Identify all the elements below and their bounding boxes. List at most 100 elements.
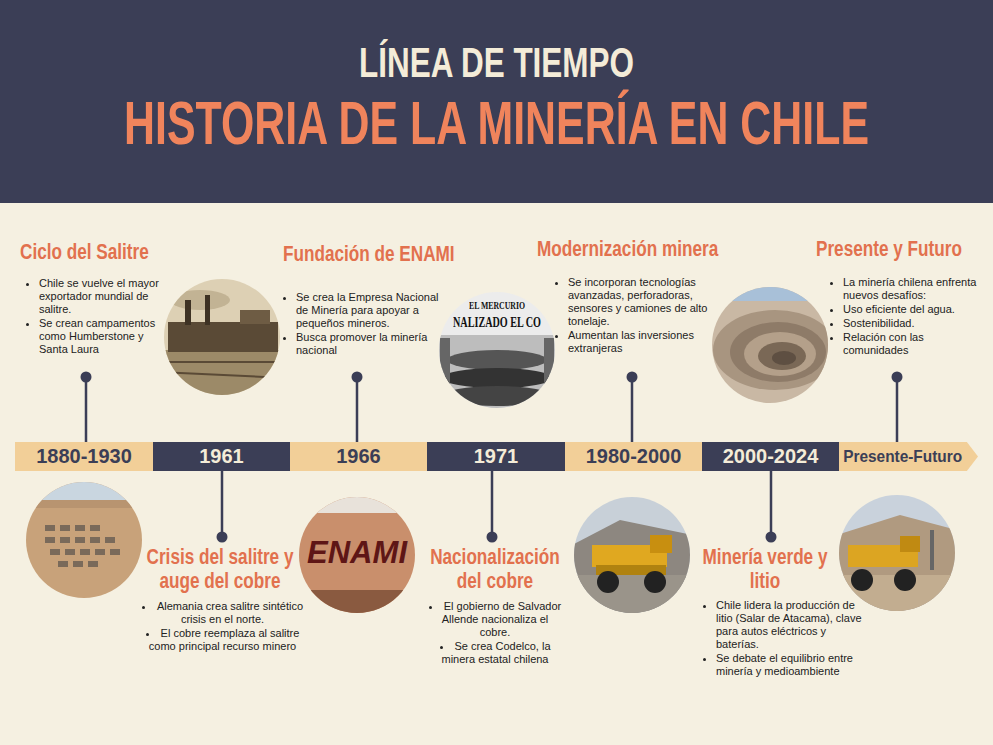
bullet-item: Busca promover la minería nacional [296,331,446,357]
svg-line [896,377,899,442]
camp-photo [24,480,144,600]
svg-rect [24,500,144,508]
date-label: Presente-Futuro [843,447,962,467]
bullet-item: Se crea la Empresa Nacional de Minería p… [296,291,446,330]
svg-circle [644,571,666,593]
bullet-list: La minería chilena enfrenta nuevos desaf… [829,276,985,358]
svg-rect [60,537,70,543]
event-heading: Minería verde y litio [695,545,835,593]
open-pit-photo [710,285,837,405]
bullet-item: Se crean campamentos como Humberstone y … [39,317,163,356]
date-label: 1980-2000 [586,445,682,468]
timeline-segment: 2000-2024 [702,442,839,471]
svg-line [221,471,224,537]
svg-circle [352,372,363,383]
timeline-segment: 1966 [290,442,427,471]
newspaper-photo [435,288,560,415]
bullet-item: El cobre reemplaza al salitre como princ… [140,627,305,653]
svg-circle [892,372,903,383]
bullet-list: El gobierno de Salvador Allende nacional… [425,600,565,667]
factory-photo [160,275,285,400]
svg-rect [65,549,75,555]
svg-ellipse [758,342,806,370]
svg-ellipse [442,368,552,388]
svg-ellipse [744,332,816,376]
svg-rect [95,549,105,555]
svg-circle [487,532,498,543]
svg-rect [435,335,560,415]
svg-g [45,525,120,567]
event-heading: Presente y Futuro [816,237,962,261]
event-heading: Modernización minera [537,237,718,261]
svg-circle [894,569,916,591]
svg-rect [73,561,83,567]
svg-circle [766,532,777,543]
svg-ellipse [730,322,826,382]
event-heading: Crisis del salitre y auge del cobre [145,545,295,593]
leader-lines [86,377,897,537]
svg-rect [45,525,55,531]
title: HISTORIA DE LA MINERÍA EN CHILE [124,90,869,156]
svg-ellipse [170,290,230,310]
date-label: 1971 [474,445,519,468]
timeline-dots [81,372,903,543]
bullet-item: Se debate el equilibrio entre minería y … [716,652,862,678]
svg-rect [160,350,285,400]
svg-rect [90,525,100,531]
svg-rect [60,525,70,531]
svg-rect [75,525,85,531]
date-label: 1966 [336,445,381,468]
timeline-segment: 1880-1930 [15,442,153,471]
svg-line [160,361,285,363]
svg-rect [440,338,450,398]
svg-rect [24,480,144,600]
bullet-item: Se crea Codelco, la minera estatal chile… [425,640,565,666]
timeline-segment: 1980-2000 [565,442,702,471]
bullet-list: Alemania crea salitre sintético crisis e… [140,600,305,654]
svg-ellipse [442,386,552,406]
svg-rect [297,590,417,615]
svg-rect [205,295,210,325]
svg-path [572,520,692,615]
bullet-item: Se incorporan tecnologías avanzadas, per… [568,276,708,328]
timeline-segment: Presente-Futuro [839,442,978,471]
svg-rect [930,530,934,570]
svg-rect [110,549,120,555]
svg-rect [80,549,90,555]
subtitle: LÍNEA DE TIEMPO [359,40,634,86]
bullet-item: Aumentan las inversiones extranjeras [568,329,708,355]
svg-line [631,377,634,442]
event-heading: Nacionalización del cobre [420,545,570,593]
date-label: 1961 [199,445,244,468]
svg-ellipse [772,351,796,365]
svg-ellipse [713,310,837,390]
svg-rect [88,561,98,567]
svg-rect [90,537,100,543]
photo-text: ENAMI [307,534,407,570]
svg-circle [851,569,873,591]
svg-rect [572,495,692,615]
svg-line [160,372,285,378]
bullet-item: Relación con las comunidades [843,331,985,357]
event-heading: Ciclo del Salitre [20,240,149,264]
svg-line [491,471,494,537]
bullet-item: Alemania crea salitre sintético crisis e… [140,600,305,626]
svg-rect [240,310,270,324]
svg-rect [650,535,672,553]
bullet-list: Chile se vuelve el mayor exportador mund… [25,277,163,357]
bullet-list: Se incorporan tecnologías avanzadas, per… [554,276,708,356]
svg-rect [185,300,191,325]
svg-rect [50,549,60,555]
bullet-item: La minería chilena enfrenta nuevos desaf… [843,276,985,302]
truck-photo [837,493,957,613]
svg-circle [627,372,638,383]
bullet-item: Chile lidera la producción de litio (Sal… [716,599,862,651]
bullet-item: Sostenibilidad. [843,317,985,330]
bullet-item: Chile se vuelve el mayor exportador mund… [39,277,163,316]
svg-rect [710,285,830,301]
svg-line [770,471,773,537]
date-label: 1880-1930 [36,445,132,468]
svg-rect [297,495,417,615]
bullet-list: Chile lidera la producción de litio (Sal… [702,599,862,679]
svg-line [85,377,88,442]
